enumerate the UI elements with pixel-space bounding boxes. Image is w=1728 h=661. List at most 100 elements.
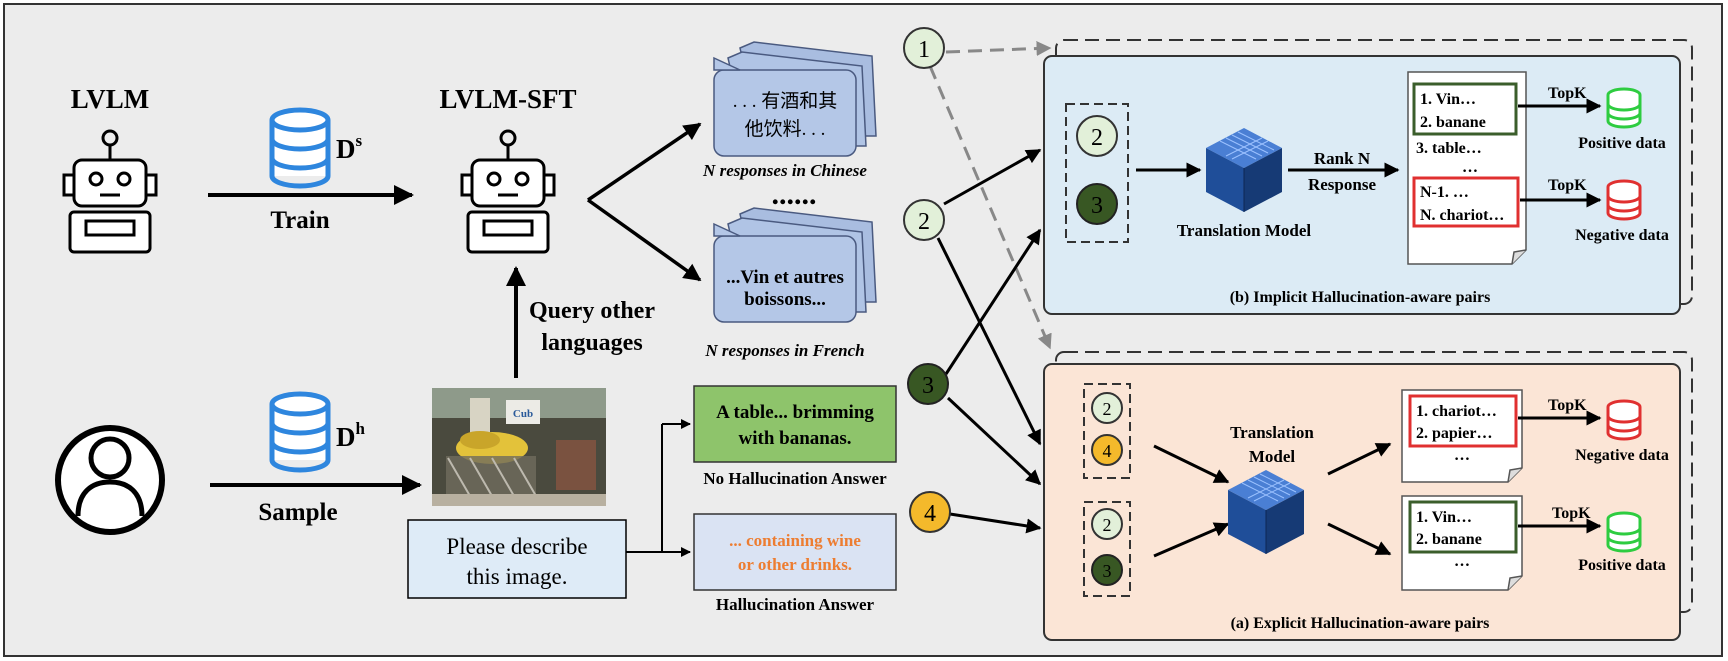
implicit-marker-3-label: 3 — [1091, 193, 1103, 219]
marker-3 — [907, 363, 949, 405]
train-database-icon — [272, 110, 328, 186]
implicit-doc-line-2: 2. banane — [1420, 114, 1486, 131]
sample-database-icon — [272, 394, 328, 470]
train-dataset-label: Ds — [336, 131, 363, 164]
implicit-doc-line-5: N. chariot… — [1420, 207, 1504, 224]
explicit-negative-label: Negative data — [1575, 447, 1669, 464]
train-label: Train — [270, 207, 329, 234]
no-hallucination-box — [693, 385, 897, 463]
explicit-negative-highlight — [1408, 394, 1518, 448]
explicit-marker-2b — [1091, 508, 1123, 540]
explicit-marker-group-1 — [1083, 383, 1131, 479]
french-response-stack — [713, 207, 877, 323]
chinese-response-stack — [713, 41, 877, 157]
prompt-line-2: this image. — [467, 564, 568, 589]
implicit-caption: (b) Implicit Hallucination-aware pairs — [1230, 289, 1491, 306]
french-response-line-2: boissons... — [744, 289, 826, 310]
photo-sign-text: Cub — [513, 408, 533, 420]
implicit-positive-label: Positive data — [1578, 135, 1666, 152]
explicit-negative-database-icon — [1606, 399, 1642, 441]
sft-title: LVLM-SFT — [439, 84, 576, 114]
explicit-marker-4 — [1091, 434, 1123, 466]
no-hallucination-caption: No Hallucination Answer — [703, 469, 887, 488]
dashed-connectors — [928, 41, 1052, 350]
french-response-line-1: ...Vin et autres — [726, 267, 844, 288]
chinese-response-line-1: . . . 有酒和其 — [733, 90, 838, 112]
implicit-rank-line-2: Response — [1308, 175, 1376, 194]
implicit-doc-line-4: N-1. … — [1420, 184, 1469, 201]
implicit-topk-negative: TopK — [1548, 177, 1587, 194]
query-label-line-2: languages — [541, 330, 642, 356]
explicit-input-arrows — [1153, 444, 1230, 558]
implicit-doc-dots: … — [1462, 159, 1478, 176]
prompt-box — [407, 519, 627, 599]
hallucination-box — [693, 513, 897, 591]
explicit-doc2-line-2: 2. banane — [1416, 531, 1482, 548]
explicit-positive-database-icon — [1606, 511, 1642, 553]
explicit-doc2-line-1: 1. Vin… — [1416, 509, 1472, 526]
query-label-line-1: Query other — [529, 298, 655, 324]
no-hallucination-line-1: A table... brimming — [716, 402, 874, 423]
marker-4-label: 4 — [924, 501, 936, 527]
implicit-doc-line-3: 3. table… — [1416, 140, 1482, 157]
marker-connectors — [936, 148, 1042, 534]
implicit-marker-group — [1065, 103, 1129, 243]
chinese-response-caption: N responses in Chinese — [702, 161, 867, 180]
explicit-marker-3 — [1091, 554, 1123, 586]
marker-1 — [903, 27, 945, 69]
implicit-model-label: Translation Model — [1177, 221, 1312, 240]
explicit-marker-4-label: 4 — [1103, 441, 1112, 461]
hallucination-line-2: or other drinks. — [738, 555, 852, 574]
implicit-marker-2 — [1076, 115, 1118, 157]
implicit-topk-positive: TopK — [1548, 85, 1587, 102]
sample-label: Sample — [258, 499, 337, 526]
marker-4 — [909, 491, 951, 533]
explicit-negative-document — [1401, 389, 1523, 483]
explicit-marker-3-label: 3 — [1103, 561, 1112, 581]
french-response-caption: N responses in French — [704, 341, 864, 360]
explicit-marker-group-2 — [1083, 501, 1131, 597]
implicit-negative-label: Negative data — [1575, 227, 1669, 244]
explicit-doc1-line-2: 2. papier… — [1416, 425, 1492, 442]
prompt-to-answers-arrows — [626, 419, 691, 557]
marker-2 — [903, 199, 945, 241]
explicit-output-arrows — [1327, 442, 1392, 556]
explicit-marker-2a — [1091, 392, 1123, 424]
explicit-doc2-dots: … — [1454, 553, 1470, 570]
implicit-doc-line-1: 1. Vin… — [1420, 91, 1476, 108]
explicit-positive-highlight — [1408, 500, 1518, 554]
explicit-topk-positive: TopK — [1552, 505, 1591, 522]
explicit-positive-label: Positive data — [1578, 557, 1666, 574]
implicit-positive-highlight — [1412, 82, 1518, 136]
marker-2-label: 2 — [918, 209, 930, 235]
explicit-model-line-1: Translation — [1230, 423, 1314, 442]
positive-database-icon — [1606, 87, 1642, 129]
implicit-marker-3 — [1076, 183, 1118, 225]
hallucination-line-1: ... containing wine — [729, 531, 861, 550]
prompt-line-1: Please describe — [446, 534, 587, 559]
lvlm-title: LVLM — [71, 84, 150, 114]
negative-database-icon — [1606, 179, 1642, 221]
user-avatar-icon — [55, 425, 165, 535]
explicit-doc1-dots: … — [1454, 447, 1470, 464]
chinese-response-line-2: 他饮料. . . — [745, 118, 826, 140]
implicit-negative-highlight — [1412, 176, 1520, 228]
sample-dataset-label: Dh — [336, 419, 366, 452]
explicit-positive-document — [1401, 495, 1523, 591]
implicit-marker-2-label: 2 — [1091, 125, 1103, 151]
fork-arrows — [586, 122, 702, 282]
explicit-marker-2b-label: 2 — [1103, 515, 1112, 535]
marker-1-label: 1 — [918, 37, 930, 63]
explicit-marker-2a-label: 2 — [1103, 399, 1112, 419]
explicit-doc1-line-1: 1. chariot… — [1416, 403, 1497, 420]
explicit-topk-negative: TopK — [1548, 397, 1587, 414]
implicit-rank-line-1: Rank N — [1314, 149, 1371, 168]
responses-ellipsis: ...... — [772, 178, 817, 211]
no-hallucination-line-2: with bananas. — [739, 428, 852, 449]
hallucination-caption: Hallucination Answer — [716, 595, 875, 614]
explicit-caption: (a) Explicit Hallucination-aware pairs — [1231, 615, 1490, 632]
explicit-model-line-2: Model — [1249, 447, 1296, 466]
marker-3-label: 3 — [922, 373, 934, 399]
input-photo: Cub — [432, 388, 606, 506]
